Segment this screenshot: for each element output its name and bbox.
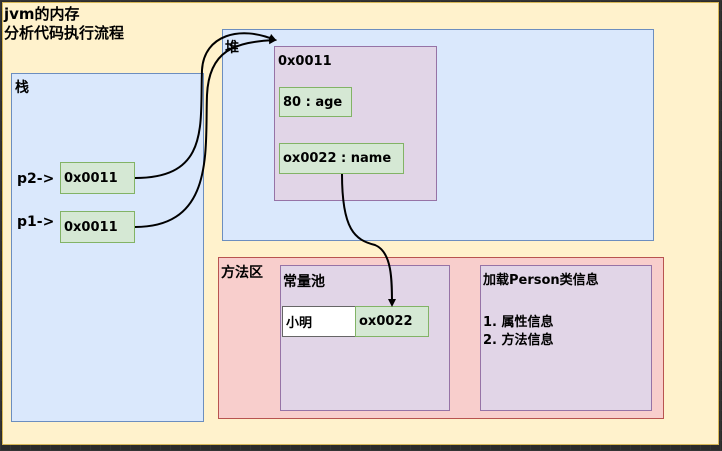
age-field-cell[interactable]: 80 : age bbox=[279, 87, 352, 117]
p2-reference-cell[interactable]: 0x0011 bbox=[60, 162, 135, 194]
p1-reference-value: 0x0011 bbox=[64, 219, 118, 235]
title-line-2: 分析代码执行流程 bbox=[4, 24, 125, 42]
name-to-string-arrow bbox=[341, 173, 396, 307]
p1-to-object-arrow bbox=[134, 36, 277, 228]
class-info-label: 加载Person类信息 bbox=[483, 273, 599, 288]
title-line-1: jvm的内存 bbox=[4, 5, 80, 23]
stack-area[interactable] bbox=[11, 73, 204, 422]
string-value-cell[interactable]: 小明 bbox=[282, 306, 357, 337]
object-address: 0x0011 bbox=[278, 54, 332, 69]
name-field: ox0022 : name bbox=[283, 151, 392, 166]
name-field-cell[interactable]: ox0022 : name bbox=[279, 143, 404, 174]
age-field: 80 : age bbox=[283, 94, 343, 110]
string-address: ox0022 bbox=[359, 314, 413, 329]
p2-reference-value: 0x0011 bbox=[64, 170, 118, 186]
constant-pool-label: 常量池 bbox=[283, 274, 325, 290]
string-value: 小明 bbox=[286, 316, 313, 331]
person-object[interactable] bbox=[274, 46, 437, 201]
class-info-box[interactable] bbox=[480, 265, 652, 411]
stack-label: 栈 bbox=[15, 80, 29, 96]
p2-label: p2-> bbox=[17, 171, 55, 187]
class-info-item-2: 2. 方法信息 bbox=[483, 333, 554, 348]
diagram-title: jvm的内存 分析代码执行流程 bbox=[4, 5, 124, 43]
p2-to-object-arrow bbox=[134, 32, 277, 179]
constant-pool[interactable] bbox=[280, 265, 450, 411]
method-area-label: 方法区 bbox=[221, 265, 263, 281]
class-info-item-1: 1. 属性信息 bbox=[483, 315, 554, 330]
p1-reference-cell[interactable]: 0x0011 bbox=[60, 211, 135, 243]
p1-label: p1-> bbox=[17, 214, 55, 230]
